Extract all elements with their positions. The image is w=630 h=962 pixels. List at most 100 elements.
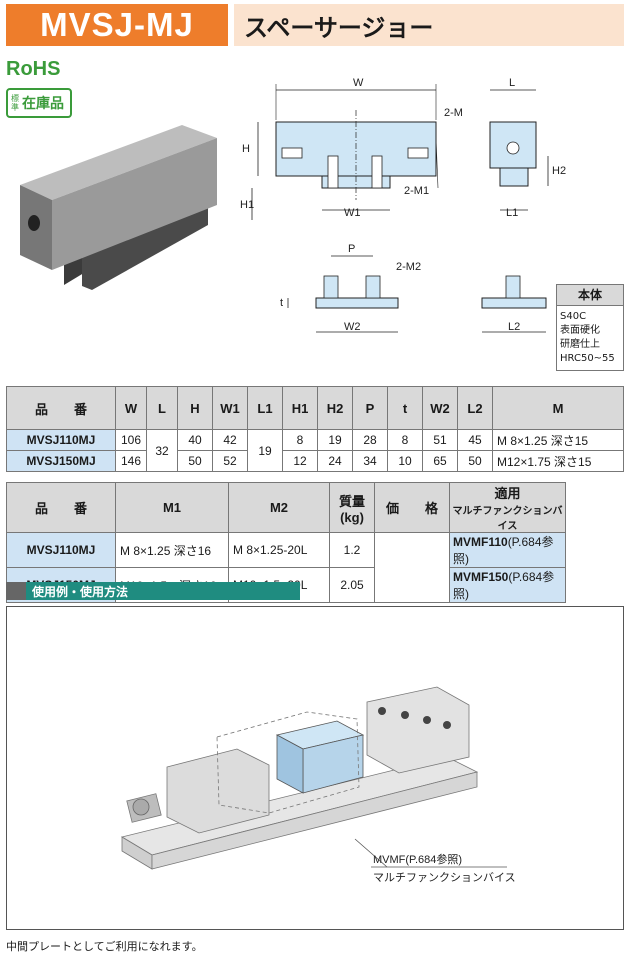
col-H2: H2 (317, 386, 353, 430)
dim-L2: L2 (508, 321, 520, 333)
cell-P: 34 (352, 450, 388, 472)
part-number: MVSJ150MJ (6, 450, 116, 472)
cell-L2: 50 (457, 450, 493, 472)
vise-sub: マルチファンクションバイス (452, 506, 563, 532)
col-price: 価 格 (374, 482, 450, 533)
cell-M2: M 8×1.25-20L (228, 532, 330, 568)
usage-frame: MVMF(P.684参照) マルチファンクションバイス (6, 606, 624, 930)
product-photo (20, 125, 217, 290)
cell-M1: M 8×1.25 深さ16 (115, 532, 229, 568)
cell-t: 8 (387, 429, 423, 451)
cell-W1: 42 (212, 429, 248, 451)
col-M1: M1 (115, 482, 229, 533)
usage-section-header: 使用例・使用方法 (6, 582, 300, 600)
rohs-badge: RoHS (6, 58, 61, 80)
vise-model: MVMF110 (453, 535, 508, 549)
dim-H: H (242, 143, 250, 155)
vise-model: MVMF150 (453, 570, 509, 584)
order-header-row: 品 番 M1 M2 質量 (kg) 価 格 適用 マルチファンクションバイス (6, 482, 566, 533)
footnote: 中間プレートとしてご利用になれます。 (6, 940, 203, 953)
vise-label: 適用 (494, 486, 521, 501)
stock-badge-small: 標準 (11, 94, 19, 112)
cell-mass: 2.05 (329, 567, 375, 603)
col-part: 品 番 (6, 482, 116, 533)
col-H: H (177, 386, 213, 430)
cell-H2: 19 (317, 429, 353, 451)
dimension-drawing: W H H1 W1 2-M 2-M1 L L1 H2 P t W2 2-M2 L… (240, 77, 566, 333)
cell-t: 10 (387, 450, 423, 472)
stock-badge: 標準 在庫品 (6, 88, 72, 118)
dim-2M1: 2-M1 (404, 185, 429, 197)
cell-W2: 51 (422, 429, 458, 451)
dim-H1: H1 (240, 199, 254, 211)
cell-M: M12×1.75 深さ15 (492, 450, 624, 472)
cell-H1: 8 (282, 429, 318, 451)
material-box: 本体 S40C 表面硬化 研磨仕上 HRC50~55 (556, 284, 624, 371)
mass-label: 質量 (338, 493, 365, 509)
vise-ref: (P.684参照) (453, 570, 555, 601)
cell-H: 50 (177, 450, 213, 472)
usage-section-title: 使用例・使用方法 (32, 584, 129, 599)
table-row: MVSJ150MJ 146 50 52 12 24 34 10 65 50 M1… (6, 450, 624, 472)
dim-W2: W2 (344, 321, 361, 333)
col-W: W (115, 386, 147, 430)
col-part: 品 番 (6, 386, 116, 430)
product-name-title: スペーサージョー (234, 4, 624, 46)
order-table: 品 番 M1 M2 質量 (kg) 価 格 適用 マルチファンクションバイス M… (6, 482, 566, 603)
cell-price (374, 532, 450, 603)
vise-ref: (P.684参照) (453, 535, 554, 566)
col-W1: W1 (212, 386, 248, 430)
dim-L1: L1 (506, 207, 518, 219)
col-mass: 質量 (kg) (329, 482, 375, 533)
cell-vise: MVMF150(P.684参照) (449, 567, 566, 603)
col-L1: L1 (247, 386, 283, 430)
material-line: S40C (560, 311, 587, 322)
col-t: t (387, 386, 423, 430)
dim-H2: H2 (552, 165, 566, 177)
cell-vise: MVMF110(P.684参照) (449, 532, 566, 568)
material-title: 本体 (557, 285, 623, 306)
col-M2: M2 (228, 482, 330, 533)
part-number: MVSJ110MJ (6, 429, 116, 451)
col-W2: W2 (422, 386, 458, 430)
spec-header-row: 品 番 W L H W1 L1 H1 H2 P t W2 L2 M (6, 386, 624, 430)
table-row: MVSJ110MJ 106 32 40 42 19 8 19 28 8 51 4… (6, 429, 624, 472)
part-number: MVSJ110MJ (6, 532, 116, 568)
cell-L: 32 (146, 429, 178, 472)
cell-W: 106 (115, 429, 147, 451)
cell-L2: 45 (457, 429, 493, 451)
callout-vise-name: マルチファンクションバイス (373, 871, 516, 884)
col-M: M (492, 386, 624, 430)
stock-badge-label: 在庫品 (22, 96, 64, 112)
material-line: 表面硬化 (560, 325, 600, 336)
dim-2M2: 2-M2 (396, 261, 421, 273)
cell-P: 28 (352, 429, 388, 451)
cell-H2: 24 (317, 450, 353, 472)
table-row: MVSJ110MJ M 8×1.25 深さ16 M 8×1.25-20L 1.2… (6, 532, 566, 603)
material-line: HRC50~55 (560, 353, 615, 364)
dim-2M: 2-M (444, 107, 463, 119)
cell-H: 40 (177, 429, 213, 451)
mass-unit: (kg) (340, 509, 364, 525)
col-H1: H1 (282, 386, 318, 430)
cell-W: 146 (115, 450, 147, 472)
dim-W1: W1 (344, 207, 361, 219)
dim-W: W (353, 77, 364, 89)
dim-L: L (509, 77, 515, 89)
cell-mass: 1.2 (329, 532, 375, 568)
cell-H1: 12 (282, 450, 318, 472)
cell-W1: 52 (212, 450, 248, 472)
dim-P: P (348, 243, 355, 255)
col-L: L (146, 386, 178, 430)
col-vise: 適用 マルチファンクションバイス (449, 482, 566, 533)
product-code-title: MVSJ-MJ (6, 4, 228, 46)
vise-illustration: MVMF(P.684参照) マルチファンクションバイス (120, 686, 516, 884)
material-line: 研磨仕上 (560, 339, 600, 350)
dim-t: t (280, 297, 283, 309)
cell-W2: 65 (422, 450, 458, 472)
callout-vise-ref: MVMF(P.684参照) (373, 852, 462, 866)
section-marker (6, 582, 26, 600)
spec-table: 品 番 W L H W1 L1 H1 H2 P t W2 L2 M MVSJ11… (6, 386, 624, 472)
cell-L1: 19 (247, 429, 283, 472)
col-P: P (352, 386, 388, 430)
